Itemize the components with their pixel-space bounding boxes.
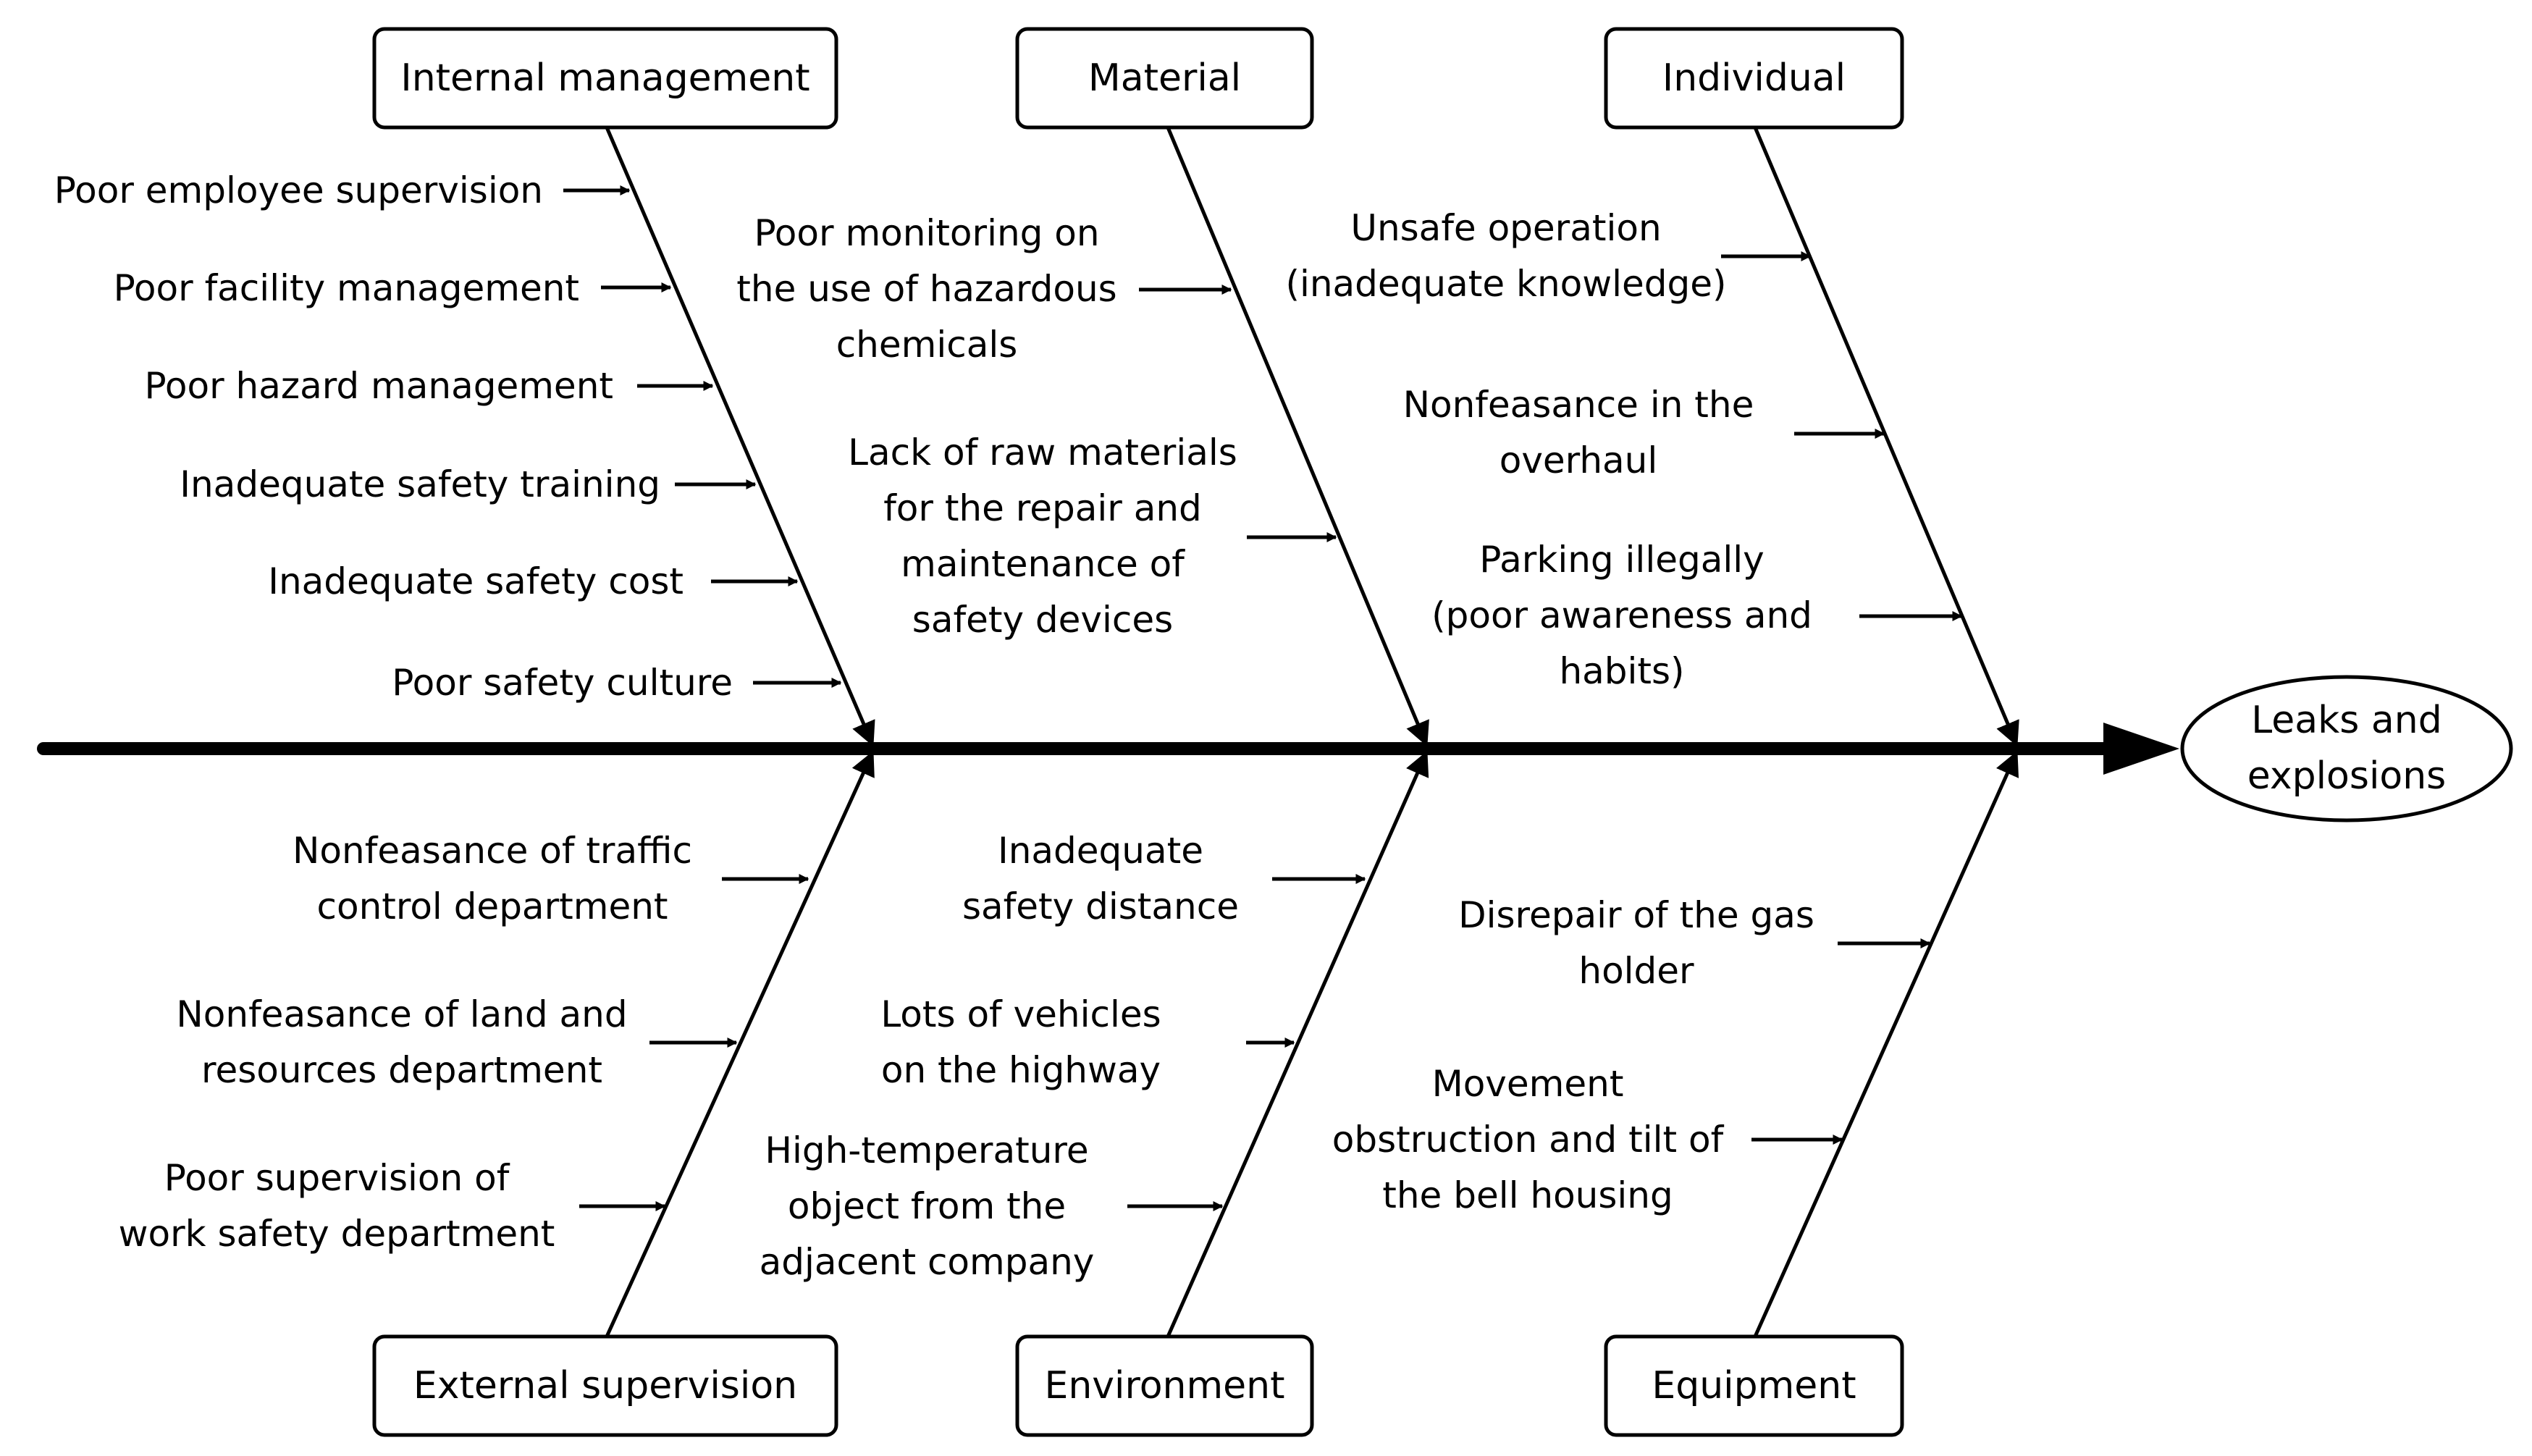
category-internal-management: Internal management bbox=[400, 56, 810, 100]
cause-line: resources department bbox=[201, 1049, 602, 1091]
cause-label: Poor hazard management bbox=[144, 365, 613, 407]
cause-label: Inadequate safety distance bbox=[912, 823, 1289, 935]
cause-line: Movement bbox=[1431, 1063, 1624, 1105]
cause-line: Parking illegally bbox=[1479, 539, 1765, 581]
cause-label: Poor facility management bbox=[113, 267, 579, 309]
cause-line: Disrepair of the gas bbox=[1458, 894, 1814, 936]
cause-line: control department bbox=[316, 885, 668, 927]
cause-label: Movement obstruction and tilt of the bel… bbox=[1296, 1056, 1759, 1224]
cause-line: for the repair and bbox=[883, 487, 1202, 529]
cause-label: Poor supervision of work safety departme… bbox=[87, 1150, 586, 1262]
bone-environment bbox=[1166, 750, 1429, 1338]
cause-line: object from the bbox=[787, 1185, 1067, 1227]
cause-line: (inadequate knowledge) bbox=[1285, 263, 1727, 305]
category-equipment: Equipment bbox=[1652, 1364, 1856, 1407]
cause-label: Nonfeasance in the overhaul bbox=[1361, 377, 1796, 489]
cause-line: chemicals bbox=[836, 324, 1018, 366]
box-material bbox=[1015, 27, 1314, 130]
cause-line: Nonfeasance in the bbox=[1402, 384, 1754, 426]
cause-label: Inadequate safety training bbox=[180, 463, 660, 505]
cause-line: overhaul bbox=[1499, 439, 1658, 481]
cause-label: Nonfeasance of traffic control departmen… bbox=[268, 823, 717, 935]
effect-line: Leaks and bbox=[2251, 699, 2442, 742]
cause-label: Lots of vehicles on the highway bbox=[847, 987, 1195, 1098]
cause-line: Unsafe operation bbox=[1350, 207, 1662, 249]
cause-line: on the highway bbox=[880, 1049, 1161, 1091]
cause-label: Lack of raw materials for the repair and… bbox=[815, 425, 1271, 648]
bone-individual bbox=[1753, 127, 2019, 747]
cause-line: Nonfeasance of traffic bbox=[293, 830, 692, 872]
cause-label: Poor employee supervision bbox=[54, 169, 543, 211]
cause-label: Nonfeasance of land and resources depart… bbox=[152, 987, 652, 1098]
cause-line: safety distance bbox=[962, 885, 1239, 927]
bone-external-supervision bbox=[605, 750, 875, 1338]
effect-ellipse bbox=[2180, 675, 2513, 822]
category-environment: Environment bbox=[1044, 1364, 1285, 1407]
cause-line: habits) bbox=[1559, 650, 1685, 692]
cause-line: maintenance of bbox=[901, 543, 1185, 585]
box-equipment bbox=[1604, 1334, 1904, 1437]
box-internal-management bbox=[372, 27, 838, 130]
cause-line: safety devices bbox=[912, 599, 1174, 641]
box-environment bbox=[1015, 1334, 1314, 1437]
bone-material bbox=[1166, 127, 1429, 747]
category-individual: Individual bbox=[1662, 56, 1846, 100]
category-material: Material bbox=[1088, 56, 1242, 100]
cause-line: Lots of vehicles bbox=[880, 993, 1161, 1035]
cause-label: Poor safety culture bbox=[392, 662, 733, 704]
effect-line: explosions bbox=[2247, 754, 2447, 798]
cause-line: (poor awareness and bbox=[1431, 594, 1812, 636]
cause-label: High-temperature object from the adjacen… bbox=[717, 1123, 1137, 1290]
box-individual bbox=[1604, 27, 1904, 130]
cause-label: Unsafe operation (inadequate knowledge) bbox=[1260, 201, 1752, 312]
cause-line: obstruction and tilt of bbox=[1332, 1119, 1724, 1161]
bone-equipment bbox=[1753, 750, 2019, 1338]
cause-line: High-temperature bbox=[765, 1129, 1089, 1171]
cause-line: Lack of raw materials bbox=[848, 432, 1237, 474]
cause-label: Poor monitoring on the use of hazardous … bbox=[702, 206, 1151, 373]
cause-line: Inadequate bbox=[997, 830, 1203, 872]
cause-line: the bell housing bbox=[1382, 1174, 1673, 1216]
effect-label: Leaks and explosions bbox=[2202, 693, 2491, 804]
box-external-supervision bbox=[372, 1334, 838, 1437]
cause-line: work safety department bbox=[118, 1213, 555, 1255]
cause-line: Nonfeasance of land and bbox=[176, 993, 628, 1035]
cause-line: adjacent company bbox=[759, 1241, 1095, 1283]
cause-label: Inadequate safety cost bbox=[268, 560, 684, 602]
cause-line: Poor supervision of bbox=[164, 1157, 510, 1199]
spine-arrowhead bbox=[2103, 723, 2179, 775]
cause-line: Poor monitoring on bbox=[754, 212, 1100, 254]
cause-line: the use of hazardous bbox=[736, 268, 1117, 310]
cause-line: holder bbox=[1578, 950, 1694, 992]
cause-label: Parking illegally (poor awareness and ha… bbox=[1397, 532, 1846, 699]
category-external-supervision: External supervision bbox=[413, 1364, 798, 1407]
cause-label: Disrepair of the gas holder bbox=[1419, 888, 1854, 999]
bone-internal-management bbox=[605, 127, 875, 747]
